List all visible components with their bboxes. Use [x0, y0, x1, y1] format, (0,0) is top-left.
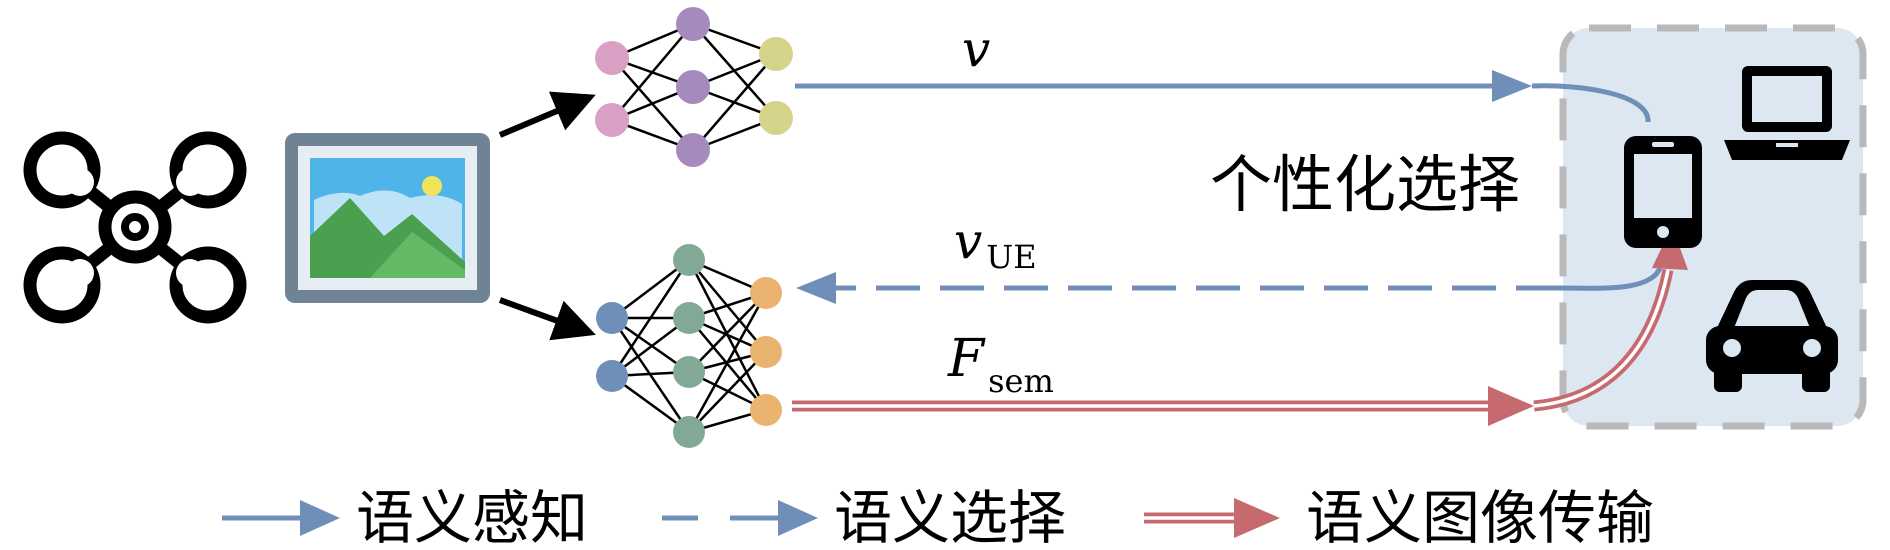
top-neural-network: [595, 7, 793, 167]
nn-node: [759, 37, 793, 71]
label-v-ue: v UE: [954, 212, 1037, 276]
semantic-image-transmission-arrow: [792, 226, 1688, 426]
nn-node: [673, 356, 705, 388]
nn-node: [595, 103, 629, 137]
semantic-selection-arrow: [796, 266, 1663, 304]
legend-label: 语义图像传输: [1306, 484, 1654, 550]
drone-icon: [23, 131, 247, 324]
nn-node: [676, 70, 710, 104]
image-icon: [285, 133, 490, 303]
legend-label: 语义感知: [356, 484, 588, 550]
nn-node: [596, 360, 628, 392]
nn-node: [676, 133, 710, 167]
legend-item-selection: 语义选择: [662, 484, 1066, 550]
nn-node: [750, 336, 782, 368]
legend: 语义感知 语义选择 语义图像传输: [222, 484, 1654, 550]
nn-node: [673, 416, 705, 448]
label-personalized-selection: 个性化选择: [1210, 148, 1520, 221]
laptop-icon: [1724, 66, 1850, 160]
label-v: v: [962, 20, 990, 78]
nn-node: [673, 302, 705, 334]
nn-node: [673, 244, 705, 276]
nn-node: [595, 41, 629, 75]
nn-node: [676, 7, 710, 41]
car-icon: [1706, 280, 1838, 392]
nn-node: [750, 394, 782, 426]
nn-node: [750, 277, 782, 309]
nn-node: [759, 101, 793, 135]
legend-item-transmission: 语义图像传输: [1144, 484, 1654, 550]
bottom-neural-network: [596, 244, 782, 448]
legend-label: 语义选择: [834, 484, 1066, 550]
legend-item-perception: 语义感知: [222, 484, 588, 550]
semantic-perception-arrow: [795, 70, 1651, 123]
phone-icon: [1624, 136, 1702, 248]
label-f-sem: F sem: [947, 329, 1054, 400]
nn-node: [596, 302, 628, 334]
